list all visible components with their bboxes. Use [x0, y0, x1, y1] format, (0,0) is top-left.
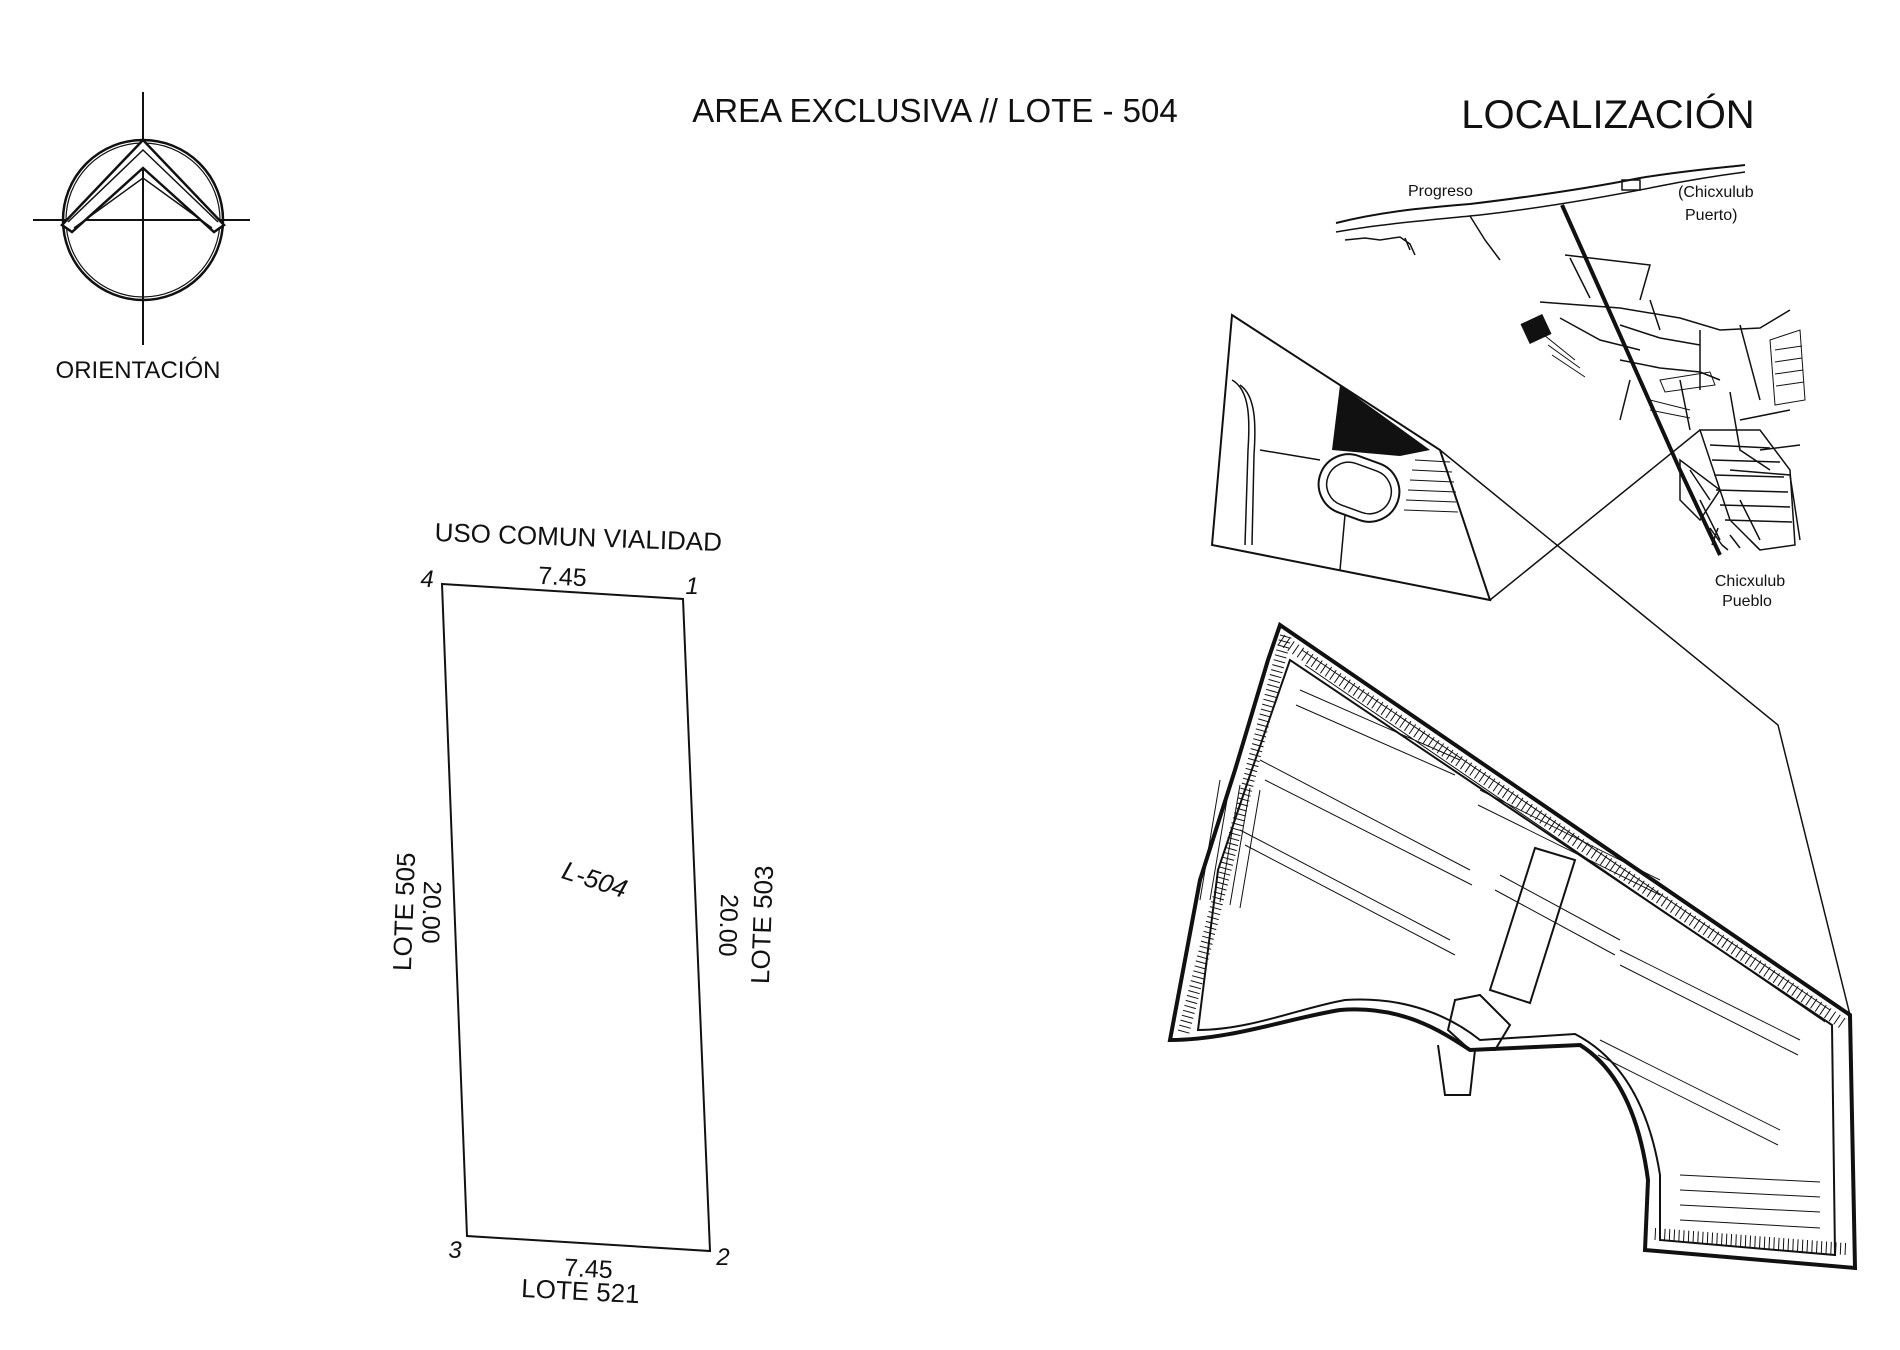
top-neighbor-label: USO COMUN VIALIDAD: [434, 517, 722, 557]
location-map: Progreso (Chicxulub Puerto) Chicxulub Pu…: [1167, 164, 1858, 1271]
dim-right: 20.00: [713, 894, 743, 958]
page-title: AREA EXCLUSIVA // LOTE - 504: [692, 92, 1177, 129]
vertex-4: 4: [420, 566, 433, 593]
dim-left: 20.00: [416, 881, 446, 945]
vertex-3: 3: [448, 1237, 462, 1264]
map-label-progreso: Progreso: [1408, 183, 1473, 200]
dim-top: 7.45: [537, 562, 587, 593]
map-label-chicxulub-pueblo-2: Pueblo: [1722, 593, 1772, 610]
subdivision-lots: [1199, 649, 1831, 1229]
dim-bottom: 7.45: [563, 1254, 613, 1285]
left-neighbor-label: LOTE 505: [387, 852, 421, 971]
right-neighbor-label: LOTE 503: [745, 865, 779, 984]
vertex-1: 1: [685, 573, 698, 600]
map-hatch-block: [1520, 313, 1806, 551]
lot-polygon: [440, 582, 712, 1253]
orientation-label: ORIENTACIÓN: [56, 357, 221, 384]
lot-label: L-504: [559, 855, 632, 904]
north-arrow-icon: [33, 92, 250, 345]
vertex-2: 2: [715, 1244, 729, 1271]
map-label-chicxulub-puerto-1: (Chicxulub: [1678, 184, 1754, 201]
localizacion-title: LOCALIZACIÓN: [1461, 92, 1754, 137]
map-label-chicxulub-puerto-2: Puerto): [1685, 207, 1737, 224]
bottom-neighbor-label: LOTE 521: [521, 1273, 641, 1309]
map-label-chicxulub-pueblo-1: Chicxulub: [1715, 573, 1785, 590]
